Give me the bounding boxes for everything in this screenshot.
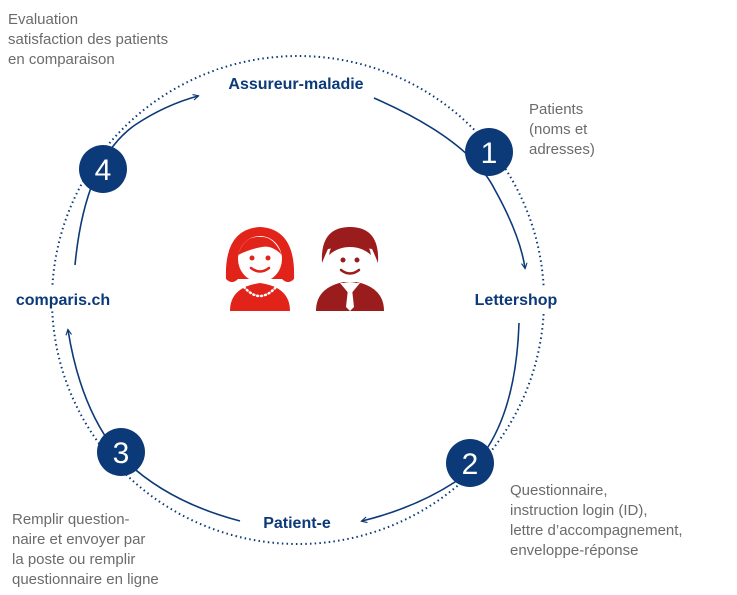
node-patient: Patient-e <box>263 515 331 532</box>
svg-text:3: 3 <box>113 437 130 470</box>
node-comparis: comparis.ch <box>16 292 110 309</box>
arrow-lettershop-to-patient <box>362 322 520 521</box>
arrow-comparis-to-assureur <box>74 96 198 266</box>
man-icon <box>316 227 384 311</box>
note-questionnaire: Questionnaire, instruction login (ID), l… <box>510 482 683 559</box>
note-remplir: Remplir question- naire et envoyer par l… <box>12 511 159 588</box>
step-badge-4: 4 <box>79 145 127 193</box>
node-assureur-maladie: Assureur-maladie <box>228 76 363 93</box>
node-lettershop: Lettershop <box>475 292 558 309</box>
woman-icon <box>225 227 295 311</box>
svg-text:1: 1 <box>481 137 498 170</box>
arrow-patient-to-comparis <box>68 330 241 522</box>
step-badge-2: 2 <box>446 439 494 487</box>
svg-text:4: 4 <box>95 154 112 187</box>
svg-text:2: 2 <box>462 448 479 481</box>
note-evaluation: Evaluation satisfaction des patients en … <box>8 11 169 68</box>
arrow-assureur-to-lettershop <box>373 97 525 268</box>
note-patients: Patients (noms et adresses) <box>529 101 595 158</box>
step-badge-3: 3 <box>97 428 145 476</box>
step-badge-1: 1 <box>465 128 513 176</box>
